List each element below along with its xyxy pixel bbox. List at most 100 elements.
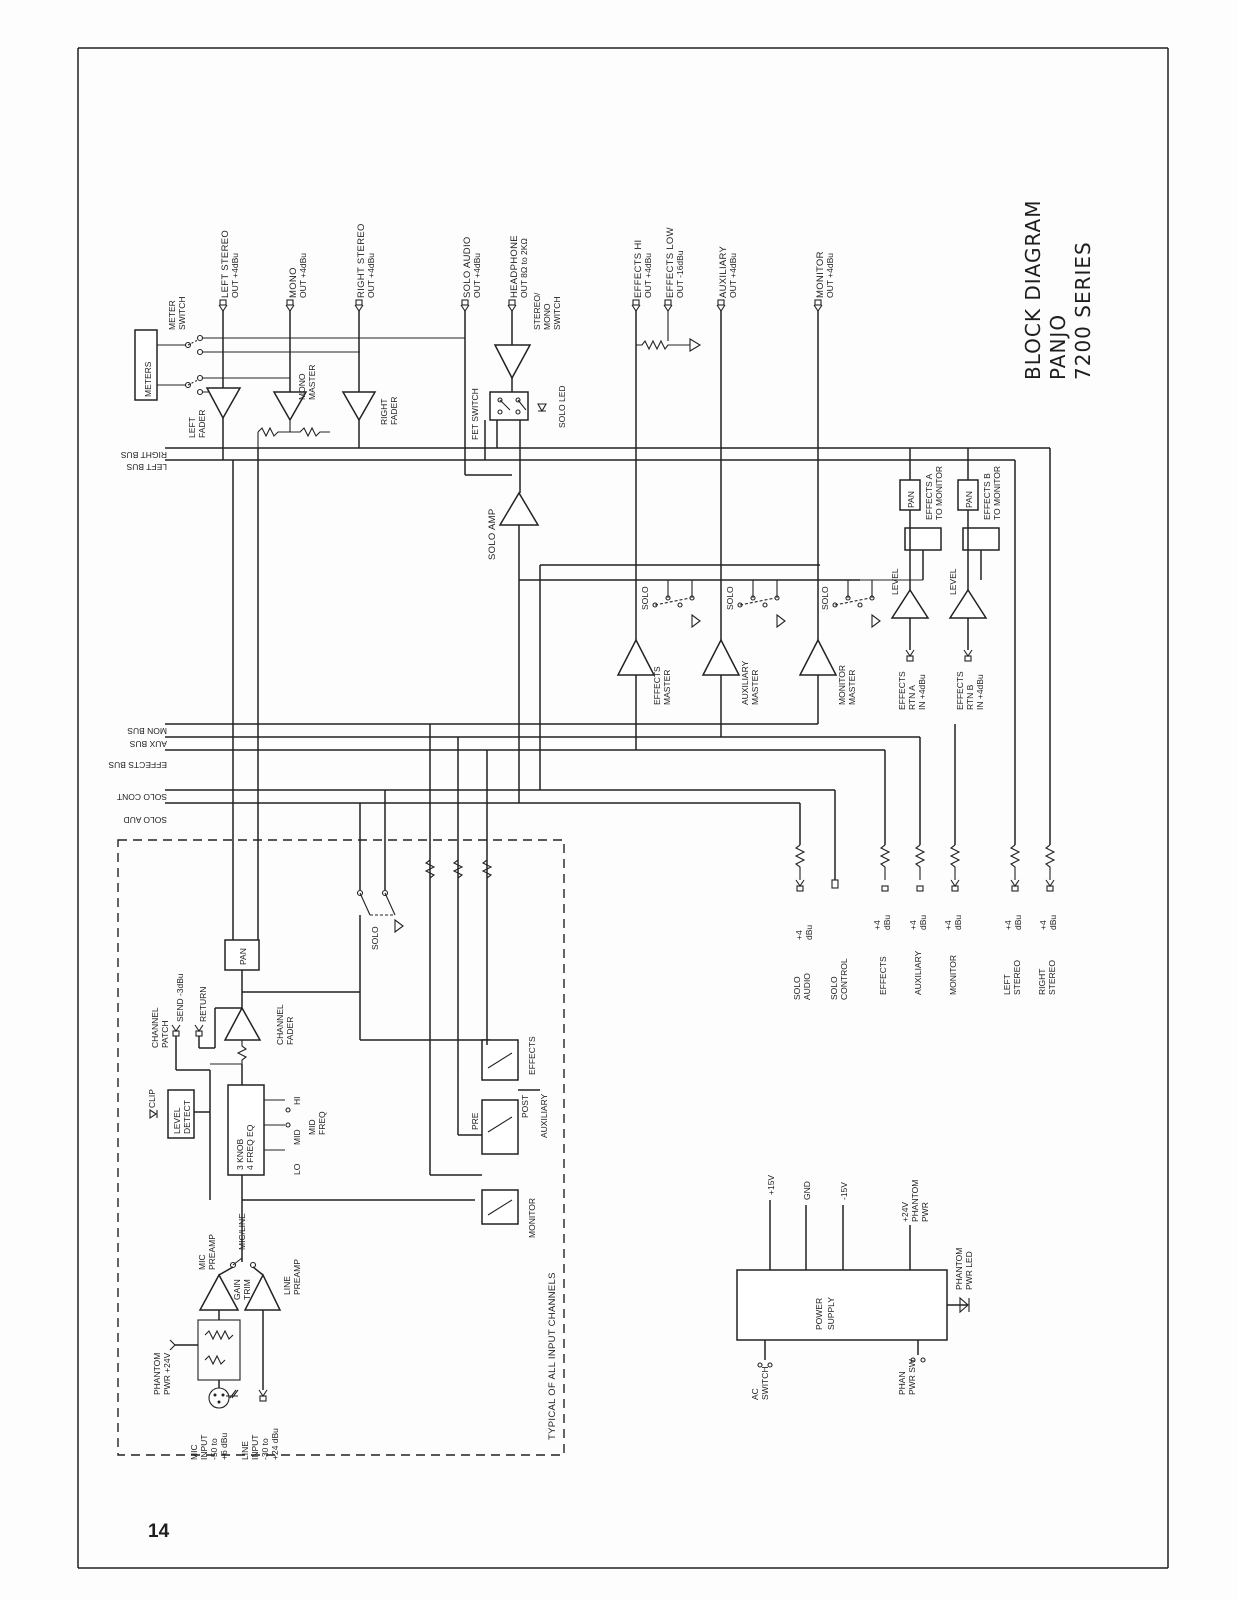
solo-audio-out-2: OUT +4dBu [472,253,482,298]
solo-audio-label-2: AUDIO [802,973,812,1000]
effects-master-amp [616,638,656,676]
auxiliary-out-label: AUXILIARY [913,950,923,995]
solo-audio-label-1: SOLO [792,976,802,1000]
level-b-label: LEVEL [948,568,958,595]
effects-b-to-monitor-2: TO MONITOR [992,466,1002,520]
mono-sum-resistors [257,426,330,438]
effects-level-1: +4 [872,920,882,930]
power-supply-box [736,1269,948,1341]
monitor-master-amp [798,638,838,676]
monitor-send-label: MONITOR [527,1198,537,1238]
auxiliary-master-label-2: MASTER [750,670,760,705]
power-rails [757,1200,970,1368]
post-label: POST [520,1095,530,1118]
eq-box [227,1084,265,1176]
effects-rtn-b-1: EFFECTS [955,671,965,710]
effects-low-out-1: EFFECTS LOW [665,227,676,298]
fet-switch-label: FET SWITCH [470,388,480,440]
meter-switch-label-2: SWITCH [177,296,187,330]
effects-solo-label: SOLO [640,586,650,610]
mic-input-label-1: MIC [189,1444,199,1460]
pan-a-label: PAN [906,491,916,508]
headphone-amp [493,344,532,380]
power-supply-label-2: SUPPLY [826,1297,836,1330]
gnd-label: GND [802,1181,812,1200]
effects-a-to-monitor-1: EFFECTS A [924,473,934,520]
phantom-pwr-rail-2: PHANTOM [910,1180,920,1222]
typical-channel-caption: TYPICAL OF ALL INPUT CHANNELS [547,1272,558,1440]
effects-hi-out-1: EFFECTS HI [633,240,644,298]
left-fader-amp [205,387,242,420]
mic-preamp-label-1: MIC [197,1254,207,1270]
auxiliary-level-2: dBu [918,915,928,930]
mono-out-1: MONO [288,267,299,298]
effects-rtn-b-3: IN +4dBu [975,674,985,710]
gain-trim-label-1: GAIN [232,1279,242,1300]
monitor-level-2: dBu [953,915,963,930]
right-bus-label: RIGHT BUS [121,450,167,460]
solo-cont-label: SOLO CONT [117,792,167,802]
title-line-2: PANJO [1046,314,1070,380]
meters-box [134,329,158,401]
level-a-label: LEVEL [890,568,900,595]
mono-master-label-1: MONO [297,373,307,400]
monitor-out-label: MONITOR [948,955,958,995]
phantom-led-label-2: PWR LED [964,1251,974,1290]
effects-a-to-monitor-2: TO MONITOR [934,466,944,520]
solo-audio-level-1: +4 [794,930,804,940]
xlr-mic-jack-icon [208,1387,230,1409]
line-input-label-2: INPUT [250,1435,260,1461]
left-stereo-level-1: +4 [1003,920,1013,930]
auxiliary-out-2: OUT +4dBu [728,253,738,298]
eq-label-2: 4 FREQ EQ [245,1124,255,1170]
eq-mid-label: MID [292,1129,302,1145]
ac-switch-label-2: SWITCH [760,1366,770,1400]
bus-lines [165,447,1050,804]
phantom-resistor-box [197,1319,241,1381]
right-stereo-out-1: RIGHT STEREO [356,223,367,298]
auxiliary-out-1: AUXILIARY [718,245,729,298]
effects-low-out-2: OUT -16dBu [675,250,685,298]
title-line-3: 7200 SERIES [1071,241,1095,380]
gain-trim-label-2: TRIM [242,1279,252,1300]
pre-label: PRE [470,1112,480,1130]
monitor-master-label-1: MONITOR [837,665,847,705]
right-stereo-label-1: RIGHT [1037,969,1047,995]
auxiliary-level-1: +4 [908,920,918,930]
right-stereo-out-2: OUT +4dBu [366,253,376,298]
eq-label-1: 3 KNOB [235,1138,245,1170]
channel-patch-label-1: CHANNEL [150,1007,160,1048]
meter-switch [157,334,204,396]
aux-send-box [481,1099,519,1155]
title-line-1: BLOCK DIAGRAM [1021,200,1045,380]
stereo-mono-switch-1: STEREO/ [532,292,542,330]
line-preamp-label-1: LINE [282,1276,292,1295]
monitor-master-label-2: MASTER [847,670,857,705]
master-sends [635,310,819,640]
page-number: 14 [148,1521,170,1542]
monitor-solo-label: SOLO [820,586,830,610]
ac-switch-label-1: AC [750,1388,760,1400]
effects-returns [860,448,1000,662]
headphone-out-2: OUT 8Ω to 2KΩ [519,238,529,298]
power-supply-label-1: POWER [814,1298,824,1330]
mid-freq-label-1: MID [307,1119,317,1135]
plus15-label: +15V [766,1175,776,1195]
line-preamp-label-2: PREAMP [292,1259,302,1295]
mono-out-2: OUT +4dBu [298,253,308,298]
effects-send-label: EFFECTS [527,1036,537,1075]
mon-bus-label: MON BUS [127,726,167,736]
left-bus-label: LEFT BUS [126,462,167,472]
channel-fader-label-2: FADER [285,1017,295,1045]
stereo-mono-switch-2: MONO [542,303,552,330]
left-stereo-label-2: STEREO [1012,960,1022,995]
effects-b-to-monitor-1: EFFECTS B [982,473,992,520]
typical-channel-outline [117,839,565,1456]
solo-control-label-2: CONTROL [839,958,849,1000]
solo-control-label-1: SOLO [829,976,839,1000]
stereo-mono-switch-3: SWITCH [552,296,562,330]
level-detect-box [167,1089,195,1139]
aux-send-label: AUXILIARY [539,1093,549,1138]
phantom-label-1: PHANTOM [152,1353,162,1395]
